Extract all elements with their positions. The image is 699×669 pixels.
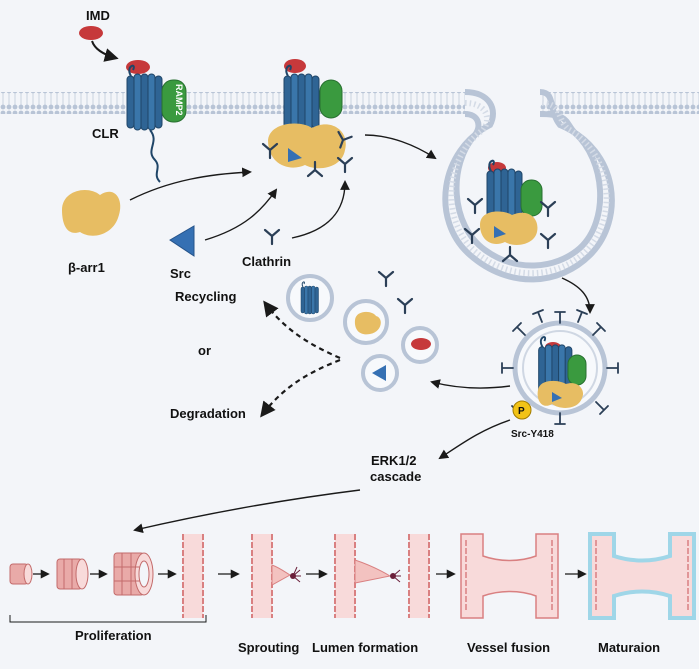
proliferation-stage: Proliferation (9, 534, 207, 643)
vessel-fusion-label: Vessel fusion (467, 640, 550, 655)
arrestin-bound-complex (261, 59, 354, 178)
imd-ligand: IMD (79, 8, 119, 62)
imd-label: IMD (86, 8, 110, 23)
plasma-membrane (0, 89, 699, 283)
barr1-label: β-arr1 (68, 260, 105, 275)
arrow-degradation (260, 358, 341, 418)
arrow-complex-to-pit (364, 134, 437, 160)
phospho-label: P (518, 406, 525, 417)
arrow-vesicle-to-uncoat (430, 379, 511, 389)
arrow-src-to-complex (204, 188, 278, 241)
or-label: or (198, 343, 211, 358)
maturation-stage: Maturaion (588, 532, 696, 655)
degradation-label: Degradation (170, 406, 246, 421)
sprouting-label: Sprouting (238, 640, 299, 655)
internalizing-complex (463, 159, 557, 263)
vessel-fusion-stage: Vessel fusion (460, 533, 559, 655)
arrow-recycling (263, 300, 341, 360)
lumen-formation-label: Lumen formation (312, 640, 418, 655)
erk-label-line2: cascade (370, 469, 421, 484)
maturation-label: Maturaion (598, 640, 660, 655)
recycling-label: Recycling (175, 289, 236, 304)
proliferation-label: Proliferation (75, 628, 152, 643)
arrow-clathrin-to-complex (291, 180, 350, 239)
sprouting-stage: Sprouting (238, 534, 301, 655)
clathrin-label: Clathrin (242, 254, 291, 269)
arrow-to-erk (438, 419, 511, 460)
lumen-formation-stage: Lumen formation (312, 534, 430, 655)
src-kinase: Src (169, 225, 195, 281)
recycling-vesicles (286, 270, 439, 392)
coated-vesicle: P Src-Y418 (501, 309, 619, 440)
clr-ramp2-complex: RAMP2 CLR (92, 60, 187, 183)
arrow-erk-to-proliferation (133, 489, 361, 534)
clr-label: CLR (92, 126, 119, 141)
beta-arrestin1: β-arr1 (62, 190, 121, 275)
erk-label-line1: ERK1/2 (371, 453, 417, 468)
ramp2-label: RAMP2 (174, 84, 184, 116)
arrow-pit-to-vesicle (561, 277, 595, 314)
clathrin: Clathrin (242, 228, 291, 269)
src-label: Src (170, 266, 191, 281)
src-y418-label: Src-Y418 (511, 429, 554, 440)
arrow-barr1-to-complex (129, 167, 252, 201)
